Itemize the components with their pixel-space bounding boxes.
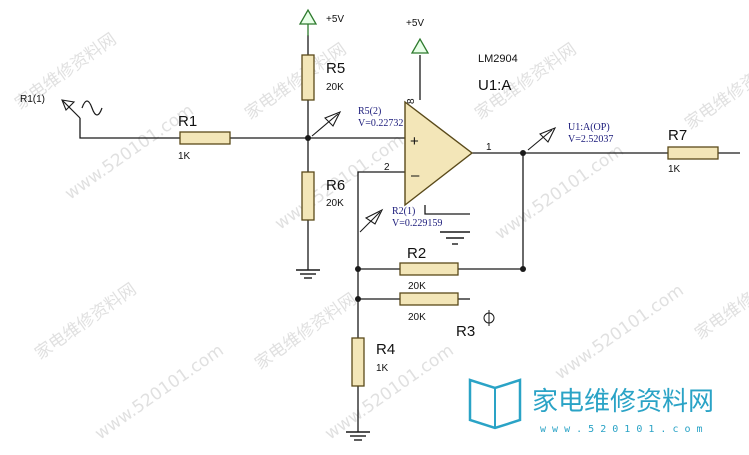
- watermark-url: www.520101.com: [91, 340, 227, 444]
- voltage-probe-icon: [311, 110, 342, 137]
- wires: [79, 35, 740, 432]
- opamp-triangle: [404, 100, 474, 207]
- r4-name: R4: [376, 341, 395, 358]
- junction-node: [520, 266, 526, 272]
- r7-value: 1K: [668, 164, 681, 175]
- probe-r5-value: V=0.22732: [358, 118, 403, 129]
- watermark-layer: 家电维修资料网 www.520101.com 家电维修资料网 www.52010…: [11, 29, 749, 444]
- resistor-r1: [179, 131, 231, 145]
- r7-name: R7: [668, 127, 687, 144]
- watermark-text: 家电维修资料网: [681, 49, 749, 134]
- junction-nodes: [305, 135, 526, 302]
- logo-title: 家电维修资料网: [532, 387, 714, 417]
- watermark-url: www.520101.com: [551, 280, 687, 384]
- site-logo: 家电维修资料网 w w w . 5 2 0 1 0 1 . c o m: [468, 378, 714, 435]
- resistor-r6: [301, 171, 315, 221]
- opamp-plus-sign: +: [410, 133, 419, 150]
- watermark-url: www.520101.com: [491, 140, 627, 244]
- ground-icon: [346, 431, 370, 441]
- pin-2-label: 2: [384, 162, 390, 173]
- sine-source-icon: [61, 99, 103, 119]
- r4-value: 1K: [376, 363, 389, 374]
- probe-r5-name: R5(2): [358, 106, 381, 117]
- source-label: R1(1): [20, 94, 45, 105]
- r1-value: 1K: [178, 151, 191, 162]
- resistor-r4: [351, 337, 365, 387]
- supply-label: +5V: [406, 18, 424, 29]
- pin-1-label: 1: [486, 142, 492, 153]
- watermark-text: 家电维修资料网: [691, 259, 749, 344]
- r2-name: R2: [407, 245, 426, 262]
- resistor-r2: [399, 262, 459, 276]
- ground-icon: [296, 269, 320, 279]
- logo-url: w w w . 5 2 0 1 0 1 . c o m: [540, 424, 703, 435]
- r6-name: R6: [326, 177, 345, 194]
- voltage-probe-icon: [359, 208, 384, 233]
- watermark-text: 家电维修资料网: [251, 289, 360, 374]
- r5-value: 20K: [326, 82, 344, 93]
- junction-node: [305, 135, 311, 141]
- r3-name: R3: [456, 323, 475, 340]
- resistor-r3: [399, 292, 459, 306]
- inv-input-wire: [357, 171, 405, 338]
- resistor-r5: [301, 54, 315, 101]
- voltage-probe-icon: [527, 126, 557, 151]
- probe-out-value: V=2.52037: [568, 134, 613, 145]
- probe-r2-value: V=0.229159: [392, 218, 442, 229]
- opamp-part-label: LM2904: [478, 53, 518, 65]
- ground-icon: [440, 231, 470, 245]
- r2-value: 20K: [408, 281, 426, 292]
- opamp-minus-sign: –: [411, 167, 420, 184]
- probe-out-name: U1:A(OP): [568, 122, 610, 133]
- junction-node: [520, 150, 526, 156]
- junction-node: [355, 296, 361, 302]
- power-arrow-icon: [410, 37, 430, 54]
- opamp-ref-label: U1:A: [478, 77, 511, 94]
- opamp-gnd-wire: [424, 205, 470, 215]
- r5-name: R5: [326, 60, 345, 77]
- r6-value: 20K: [326, 198, 344, 209]
- input-wire: [79, 118, 180, 139]
- probe-r2-name: R2(1): [392, 206, 415, 217]
- watermark-text: 家电维修资料网: [31, 279, 140, 364]
- opamp-u1a: + –: [404, 100, 474, 207]
- supply-label: +5V: [326, 14, 344, 25]
- resistor-r7: [667, 146, 719, 160]
- power-arrow-icon: [298, 8, 318, 25]
- crosshair-icon: [483, 310, 495, 326]
- pin-8-label: 8: [406, 98, 417, 104]
- r3-value: 20K: [408, 312, 426, 323]
- junction-node: [355, 266, 361, 272]
- r1-name: R1: [178, 113, 197, 130]
